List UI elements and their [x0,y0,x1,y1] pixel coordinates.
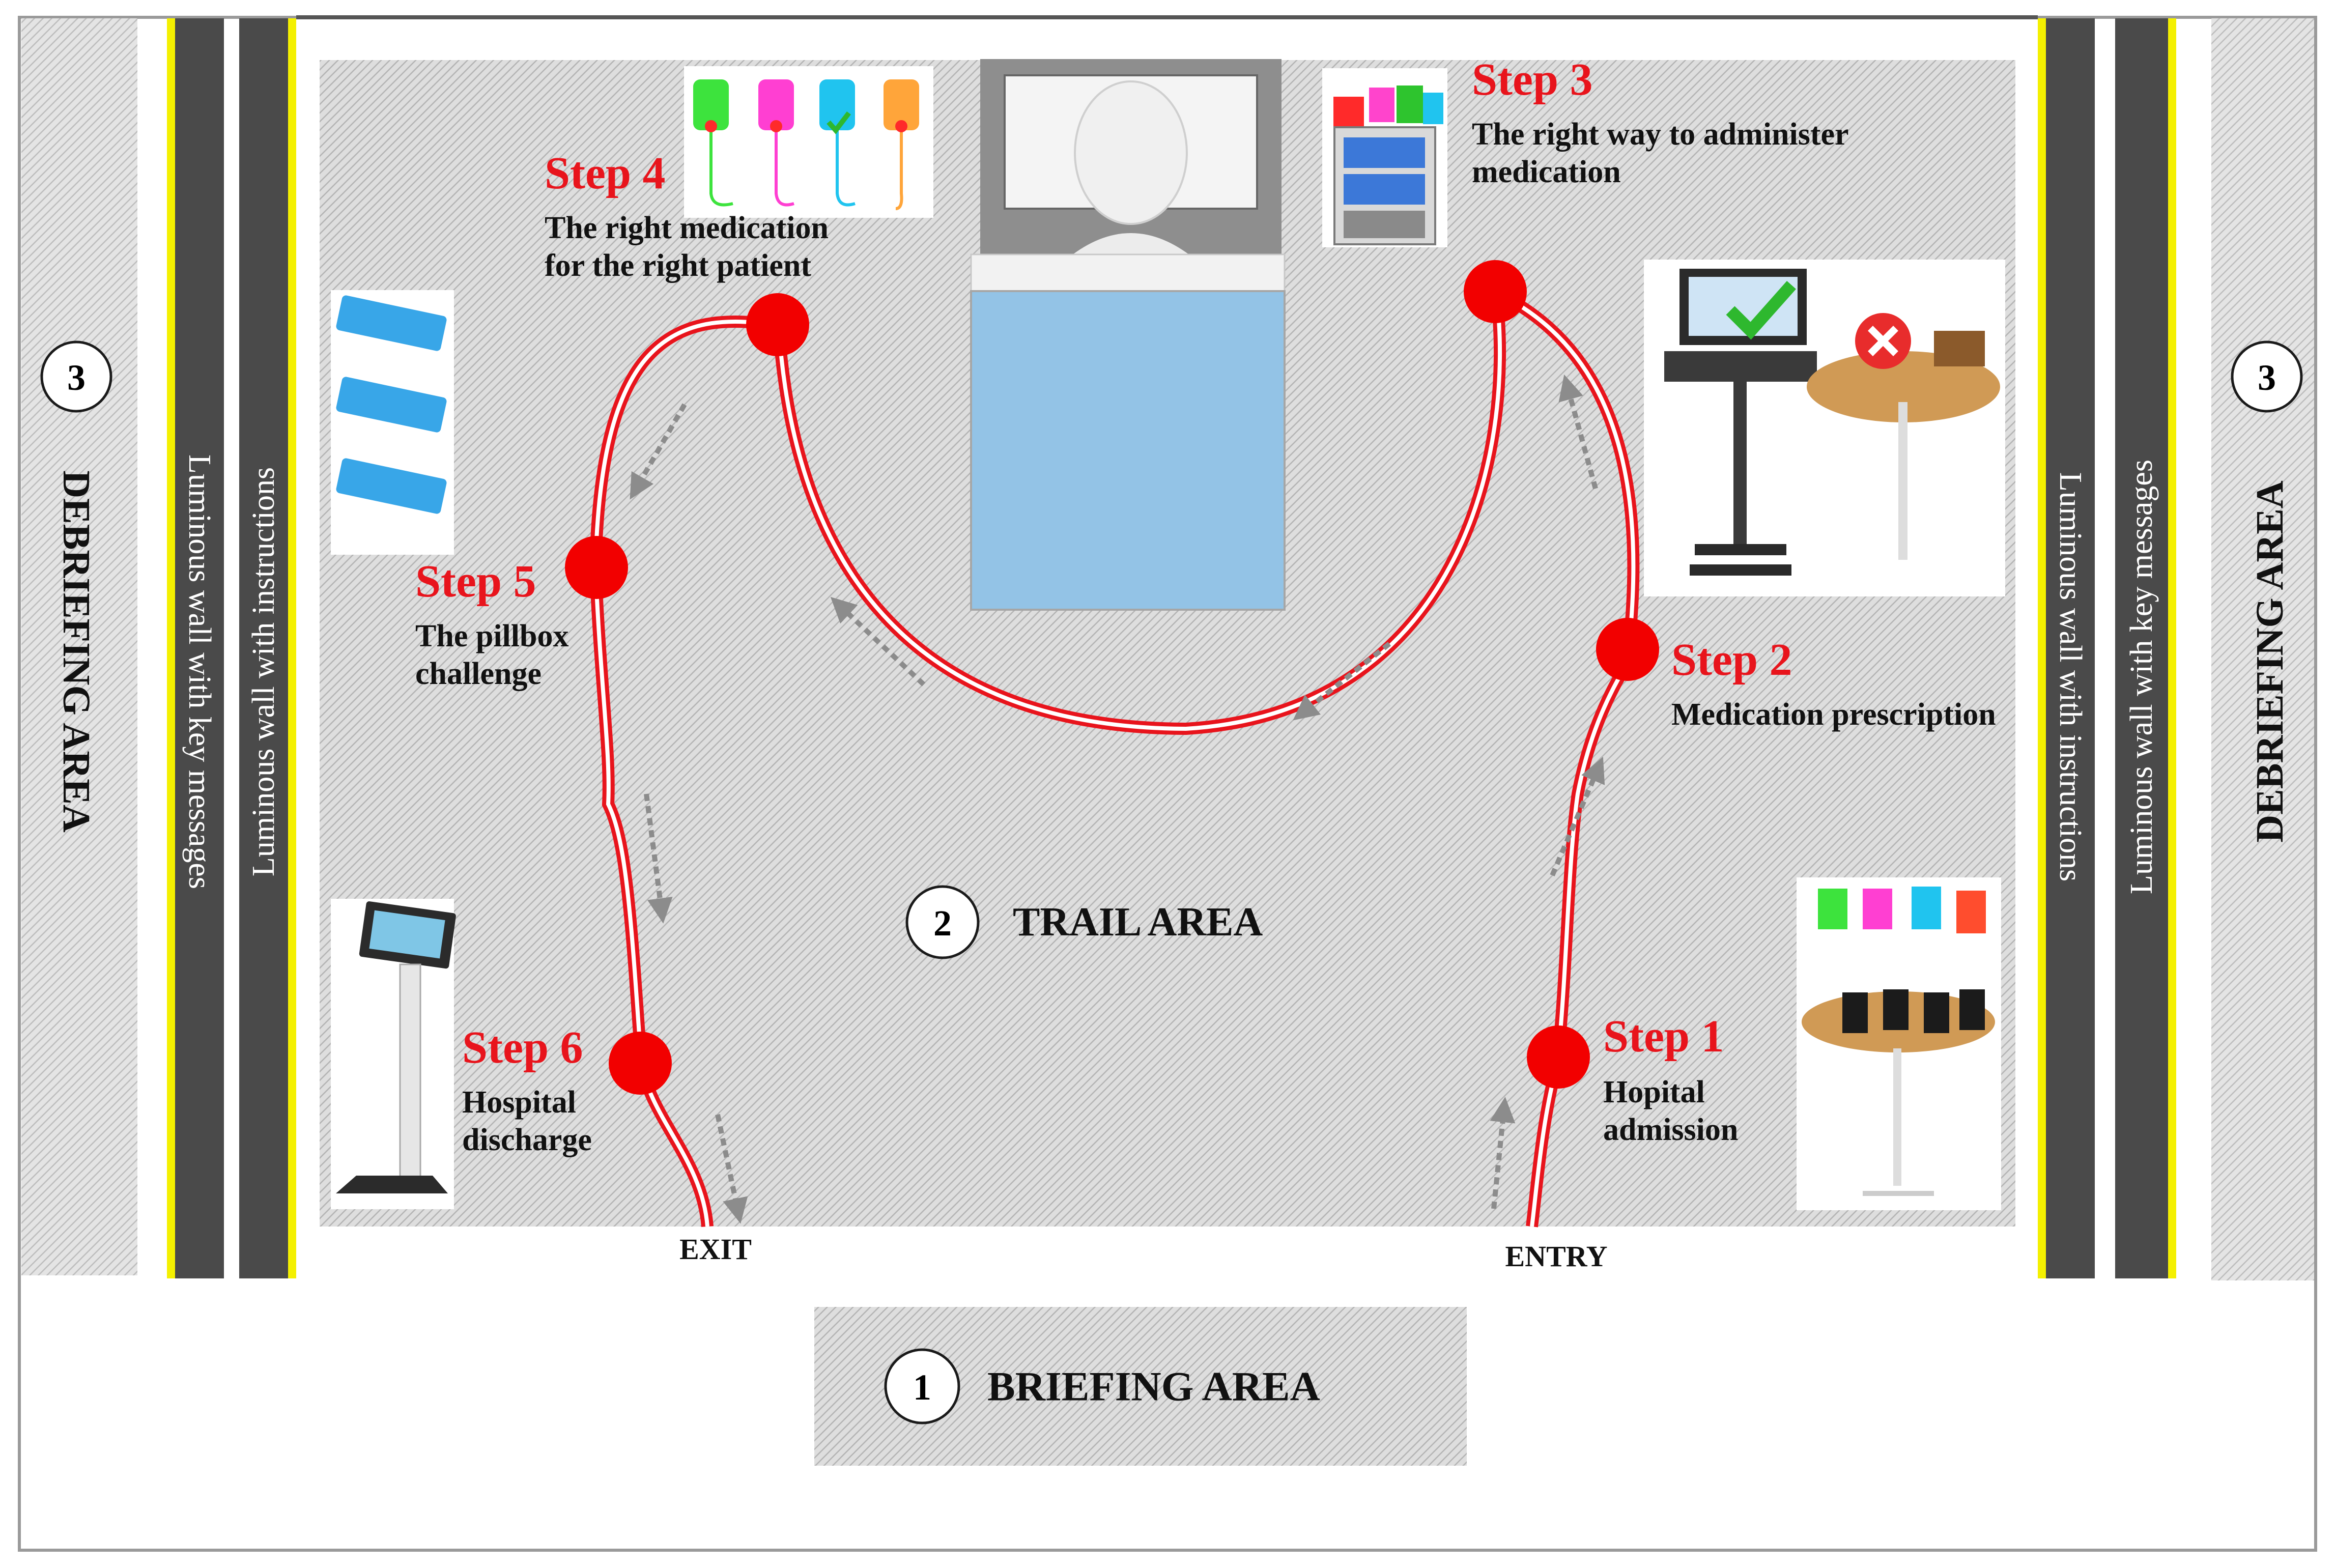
svg-text:Medication prescription: Medication prescription [1671,697,1996,732]
briefing-area-number: 1 [913,1367,931,1408]
step-3-label: Step 3 The right way to administer medic… [1472,54,1849,189]
step-5-dot [565,536,628,599]
right-walls [2038,18,2176,1278]
svg-text:Step 3: Step 3 [1472,54,1593,105]
wall-label-left-key-messages: Luminous wall with key messages [182,454,217,889]
trail-path [589,282,1640,1228]
svg-text:challenge: challenge [415,657,542,691]
step-2-dot [1596,618,1659,681]
wall-label-right-key-messages: Luminous wall with key messages [2124,460,2159,894]
svg-text:discharge: discharge [462,1123,592,1157]
trail-area-number: 2 [933,903,952,944]
debriefing-left-label: DEBRIEFING AREA [55,470,98,833]
wall-label-right-instructions: Luminous wall with instructions [2053,472,2088,881]
step-3-dot [1464,260,1527,323]
pillbox-illustration [331,290,454,555]
debriefing-right-label: DEBRIEFING AREA [2248,480,2291,843]
step-2-label: Step 2 Medication prescription [1671,635,1996,732]
top-wall-line [296,15,2038,19]
svg-text:Hopital: Hopital [1603,1075,1705,1109]
direction-arrows [630,374,1605,1224]
entry-label: ENTRY [1505,1240,1608,1273]
svg-text:Step 1: Step 1 [1603,1011,1724,1062]
left-walls [167,18,296,1278]
iv-bags-illustration [684,66,933,218]
trail-area-label: TRAIL AREA [1013,900,1263,945]
svg-text:Step 5: Step 5 [415,556,536,607]
medication-cart-illustration [1322,68,1447,247]
debriefing-area-left [21,18,137,1275]
step-6-dot [609,1032,672,1095]
wall-label-left-instructions: Luminous wall with instructions [246,467,281,876]
admission-illustration [1797,877,2001,1210]
debriefing-area-right [2211,18,2314,1280]
svg-text:Step 6: Step 6 [462,1022,583,1073]
debriefing-left-number: 3 [67,357,86,398]
svg-text:Step 2: Step 2 [1671,635,1792,685]
step-4-label: Step 4 The right medication for the righ… [545,148,829,283]
area-number-circles [40,340,2303,1424]
step-6-label: Step 6 Hospital discharge [462,1022,592,1157]
svg-text:The right way to administer: The right way to administer [1472,117,1849,152]
svg-text:Hospital: Hospital [462,1085,576,1120]
step-1-label: Step 1 Hopital admission [1603,1011,1738,1147]
step-4-dot [746,293,809,356]
step-1-dot [1527,1025,1590,1089]
svg-text:admission: admission [1603,1113,1738,1147]
svg-text:The pillbox: The pillbox [415,619,569,653]
step-dots [565,260,1659,1095]
briefing-area-label: BRIEFING AREA [987,1363,1320,1410]
step-5-label: Step 5 The pillbox challenge [415,556,569,691]
svg-text:The right medication: The right medication [545,211,829,245]
discharge-kiosk-illustration [331,899,456,1209]
prescription-illustration [1644,260,2005,596]
svg-text:Step 4: Step 4 [545,148,666,198]
svg-text:for the right patient: for the right patient [545,248,811,283]
svg-text:medication: medication [1472,155,1621,189]
bed [970,59,1286,611]
exit-label: EXIT [679,1233,752,1266]
debriefing-right-number: 3 [2258,357,2276,398]
